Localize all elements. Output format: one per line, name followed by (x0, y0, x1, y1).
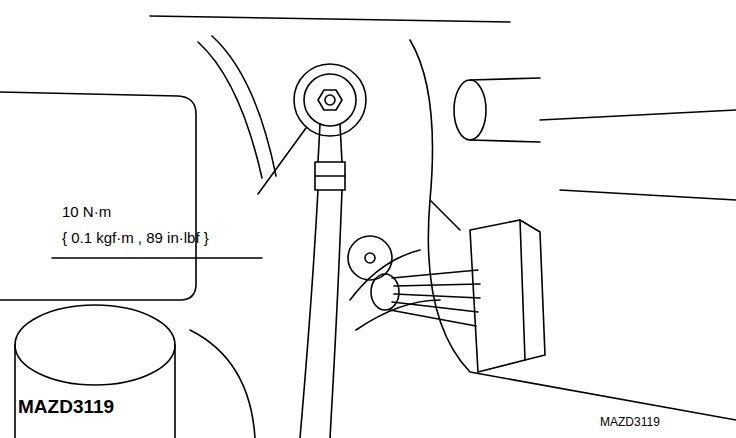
grommet (371, 274, 399, 310)
tube (470, 78, 540, 142)
second-bolt (365, 253, 375, 263)
connector-wires (390, 270, 480, 326)
crimp-sleeve (315, 175, 345, 177)
round-part (190, 330, 255, 438)
connector (470, 220, 525, 372)
wire (330, 190, 342, 438)
crimp-sleeve (315, 162, 345, 190)
leader-line (258, 128, 306, 194)
panel-outline (0, 92, 196, 300)
bolt-boss (294, 64, 366, 136)
spec-bracket (52, 257, 262, 259)
tube (454, 80, 486, 140)
terminal-neck (318, 124, 342, 162)
figure-code: MAZD3119 (18, 396, 114, 418)
body-structure (410, 40, 736, 420)
hex-bolt (318, 90, 342, 110)
round-part (15, 345, 175, 438)
harness-wrap (350, 250, 440, 330)
round-part (15, 305, 175, 385)
torque-conversion: { 0.1 kgf·m , 89 in·lbf } (62, 229, 209, 246)
body-edge (150, 16, 510, 22)
figure-code: MAZD3119 (600, 416, 660, 430)
body-structure (540, 110, 736, 200)
wire (300, 190, 318, 438)
strap (212, 36, 276, 176)
connector (520, 220, 545, 360)
strap (198, 42, 262, 178)
bolt-center (325, 95, 335, 105)
terminal-ring (304, 74, 356, 126)
torque-value: 10 N·m (62, 203, 111, 220)
